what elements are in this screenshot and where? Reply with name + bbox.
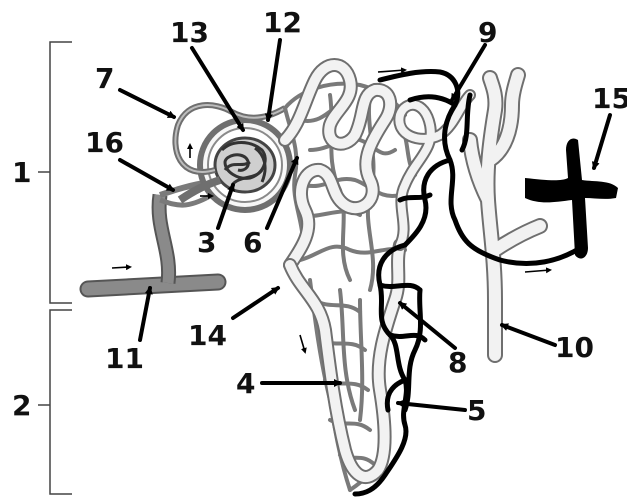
label-12: 12	[263, 6, 302, 39]
label-2: 2	[12, 389, 31, 422]
leader-arrows	[118, 38, 612, 412]
label-4: 4	[236, 367, 255, 400]
afferent-arteriole	[177, 176, 222, 204]
glomerulus	[213, 136, 277, 194]
label-16: 16	[85, 126, 124, 159]
proximal-convoluted-tubule	[278, 58, 398, 272]
cortex-bracket	[38, 41, 72, 304]
venules	[352, 69, 588, 497]
collecting-duct	[462, 67, 548, 363]
label-9: 9	[478, 16, 497, 49]
label-8: 8	[448, 346, 467, 379]
label-13: 13	[170, 16, 209, 49]
label-10: 10	[555, 331, 594, 364]
label-11: 11	[105, 342, 144, 375]
interlobular-artery	[79, 179, 227, 298]
label-1: 1	[12, 156, 31, 189]
label-3: 3	[197, 226, 216, 259]
flow-arrows	[111, 67, 552, 354]
label-14: 14	[188, 319, 227, 352]
medulla-bracket	[38, 309, 72, 495]
arcuate-vein	[525, 138, 618, 259]
labels: 1 2 3 4 5 6 7 8 9 10 11 12 13 14 15 16	[12, 6, 627, 427]
label-15: 15	[592, 82, 627, 115]
loop-of-henle	[283, 238, 407, 484]
distal-convoluted-tubule	[393, 89, 476, 251]
efferent-arteriole	[172, 102, 287, 175]
label-5: 5	[467, 394, 486, 427]
label-6: 6	[243, 226, 262, 259]
label-7: 7	[95, 62, 114, 95]
